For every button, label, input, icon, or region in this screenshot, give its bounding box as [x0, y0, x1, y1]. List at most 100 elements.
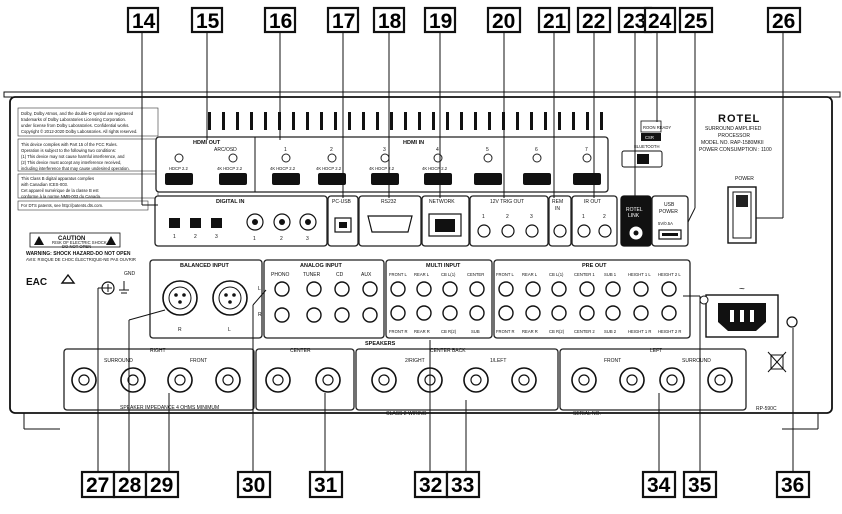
centerback-label: CENTER BACK [430, 348, 466, 354]
rca-jack[interactable] [525, 281, 541, 297]
trigger-out-2[interactable] [501, 224, 515, 238]
ir-out-1[interactable] [577, 224, 591, 238]
brand-name: ROTEL [718, 113, 760, 125]
rca-jack[interactable] [633, 305, 649, 321]
rca-jack[interactable] [661, 305, 677, 321]
network-section: NETWORK [421, 195, 470, 247]
hdmi-in-port-2[interactable]: 2 4K HDCP 2.2 [316, 147, 346, 185]
hdmi-in-port-6[interactable]: 6 [523, 147, 551, 185]
optical-in-3[interactable] [211, 218, 222, 228]
hdmi-in-num: 6 [535, 147, 538, 153]
hdmi-section: HDMI OUT ARC/OSD HDMI IN HDCP 2.2 4K HDC… [155, 136, 609, 193]
optical-in-2[interactable] [190, 218, 201, 228]
rem-in-jack[interactable] [553, 224, 567, 238]
ac-inlet[interactable]: ~ [699, 284, 798, 338]
rca-jack[interactable] [362, 307, 378, 323]
surround-l-label: SURROUND [682, 358, 711, 364]
rca-jack[interactable] [390, 281, 406, 297]
preout-bottom-label: SUB 2 [604, 329, 617, 334]
multi-bottom-label: SUB [471, 329, 480, 334]
trigger-out-3[interactable] [525, 224, 539, 238]
preout-top-label: HEIGHT 1 L [628, 272, 651, 277]
hdmi-out-port-2[interactable]: 4K HDCP 2.2 [217, 153, 247, 185]
rca-jack[interactable] [579, 281, 595, 297]
ir-num: 1 [582, 214, 585, 220]
warning-line-1: WARNING: SHOCK HAZARD-DO NOT OPEN [26, 251, 131, 257]
legal-text: Dolby, Dolby Atmos, and the double-D sym… [17, 107, 159, 288]
product-line-1: SURROUND AMPLIFIED [705, 126, 762, 132]
eac-mark: EAC [26, 277, 47, 288]
rca-jack[interactable] [390, 305, 406, 321]
power-consumption: POWER CONSUMPTION : 1100 [699, 147, 772, 153]
brand-label: ROTEL SURROUND AMPLIFIED PROCESSOR MODEL… [699, 113, 772, 153]
rca-jack[interactable] [306, 307, 322, 323]
ac-symbol-icon: ~ [739, 284, 745, 295]
callout-34: 34 [641, 470, 677, 499]
rca-jack[interactable] [416, 281, 432, 297]
rca-jack[interactable] [605, 281, 621, 297]
trigger-num: 2 [506, 214, 509, 220]
dts-text: For DTS patents, see http://patents.dts.… [21, 203, 103, 208]
ir-out-2[interactable] [598, 224, 612, 238]
rca-jack[interactable] [274, 281, 290, 297]
rca-jack[interactable] [362, 281, 378, 297]
power-switch[interactable]: POWER [727, 176, 757, 244]
hdmi-out-port-1[interactable]: HDCP 2.2 [165, 153, 193, 185]
rca-jack[interactable] [442, 305, 458, 321]
callout-30: 30 [236, 470, 272, 499]
rca-jack[interactable] [661, 281, 677, 297]
rca-jack[interactable] [525, 305, 541, 321]
speaker-terminals [71, 367, 733, 393]
rca-jack[interactable] [469, 281, 485, 297]
hdmi-in-num: 3 [383, 147, 386, 153]
preout-top-label: CENTER 1 [574, 272, 595, 277]
callout-33: 33 [445, 470, 481, 499]
leader-lines [97, 31, 794, 471]
warning-line-2: AVIS: RISQUE DE CHOC ÉLECTRIQUE-NE PAS O… [26, 257, 136, 262]
rca-jack[interactable] [306, 281, 322, 297]
balanced-r-label: R [178, 327, 182, 333]
hdmi-in-port-3[interactable]: 3 4K HDCP 2.2 [369, 147, 399, 185]
digital-in-section: DIGITAL IN 1 2 3 1 2 3 [154, 195, 328, 247]
rca-jack[interactable] [416, 305, 432, 321]
rem-in-section: REM IN [548, 195, 572, 247]
multi-bottom-label: FRONT R [389, 329, 408, 334]
hdmi-in-spec: 4K HDCP 2.2 [369, 166, 395, 171]
rca-jack[interactable] [442, 281, 458, 297]
rca-jack[interactable] [274, 307, 290, 323]
caution-sub-2: DO NOT OPEN [62, 244, 91, 249]
rca-jack[interactable] [579, 305, 595, 321]
classb-line-3: Cet appareil numérique de la classe B es… [21, 188, 99, 193]
lightning-warning-icon [34, 236, 44, 245]
cb-right-label: 2/RIGHT [405, 358, 425, 364]
rca-jack[interactable] [334, 307, 350, 323]
callout-number: 26 [772, 10, 795, 33]
usb-power-line-2: POWER [659, 209, 678, 215]
model-number: MODEL NO. RAP-1580MKII [701, 140, 764, 146]
hdmi-in-port-1[interactable]: 1 4K HDCP 2.2 [270, 147, 300, 185]
callout-number: 21 [543, 10, 567, 33]
rca-jack[interactable] [551, 281, 567, 297]
rca-jack[interactable] [498, 305, 514, 321]
rs232-port[interactable] [367, 215, 413, 233]
rca-jack[interactable] [605, 305, 621, 321]
rca-jack[interactable] [334, 281, 350, 297]
hdmi-in-port-5[interactable]: 5 [474, 147, 502, 185]
trigger-num: 3 [530, 214, 533, 220]
coax-num: 2 [280, 236, 283, 242]
rca-jack[interactable] [498, 281, 514, 297]
weee-bin-icon [767, 351, 787, 373]
optical-in-1[interactable] [169, 218, 180, 228]
callout-18: 18 [372, 6, 406, 34]
multi-bottom-label: CB R(2) [441, 329, 457, 334]
rca-jack[interactable] [469, 305, 485, 321]
trigger-out-1[interactable] [477, 224, 491, 238]
digital-in-title: DIGITAL IN [216, 199, 245, 205]
rca-jack[interactable] [551, 305, 567, 321]
preout-top-label: REAR L [522, 272, 538, 277]
callout-number: 25 [684, 10, 708, 33]
rca-jack[interactable] [633, 281, 649, 297]
callout-number: 33 [451, 474, 474, 497]
ir-num: 2 [603, 214, 606, 220]
multi-top-label: REAR L [414, 272, 430, 277]
